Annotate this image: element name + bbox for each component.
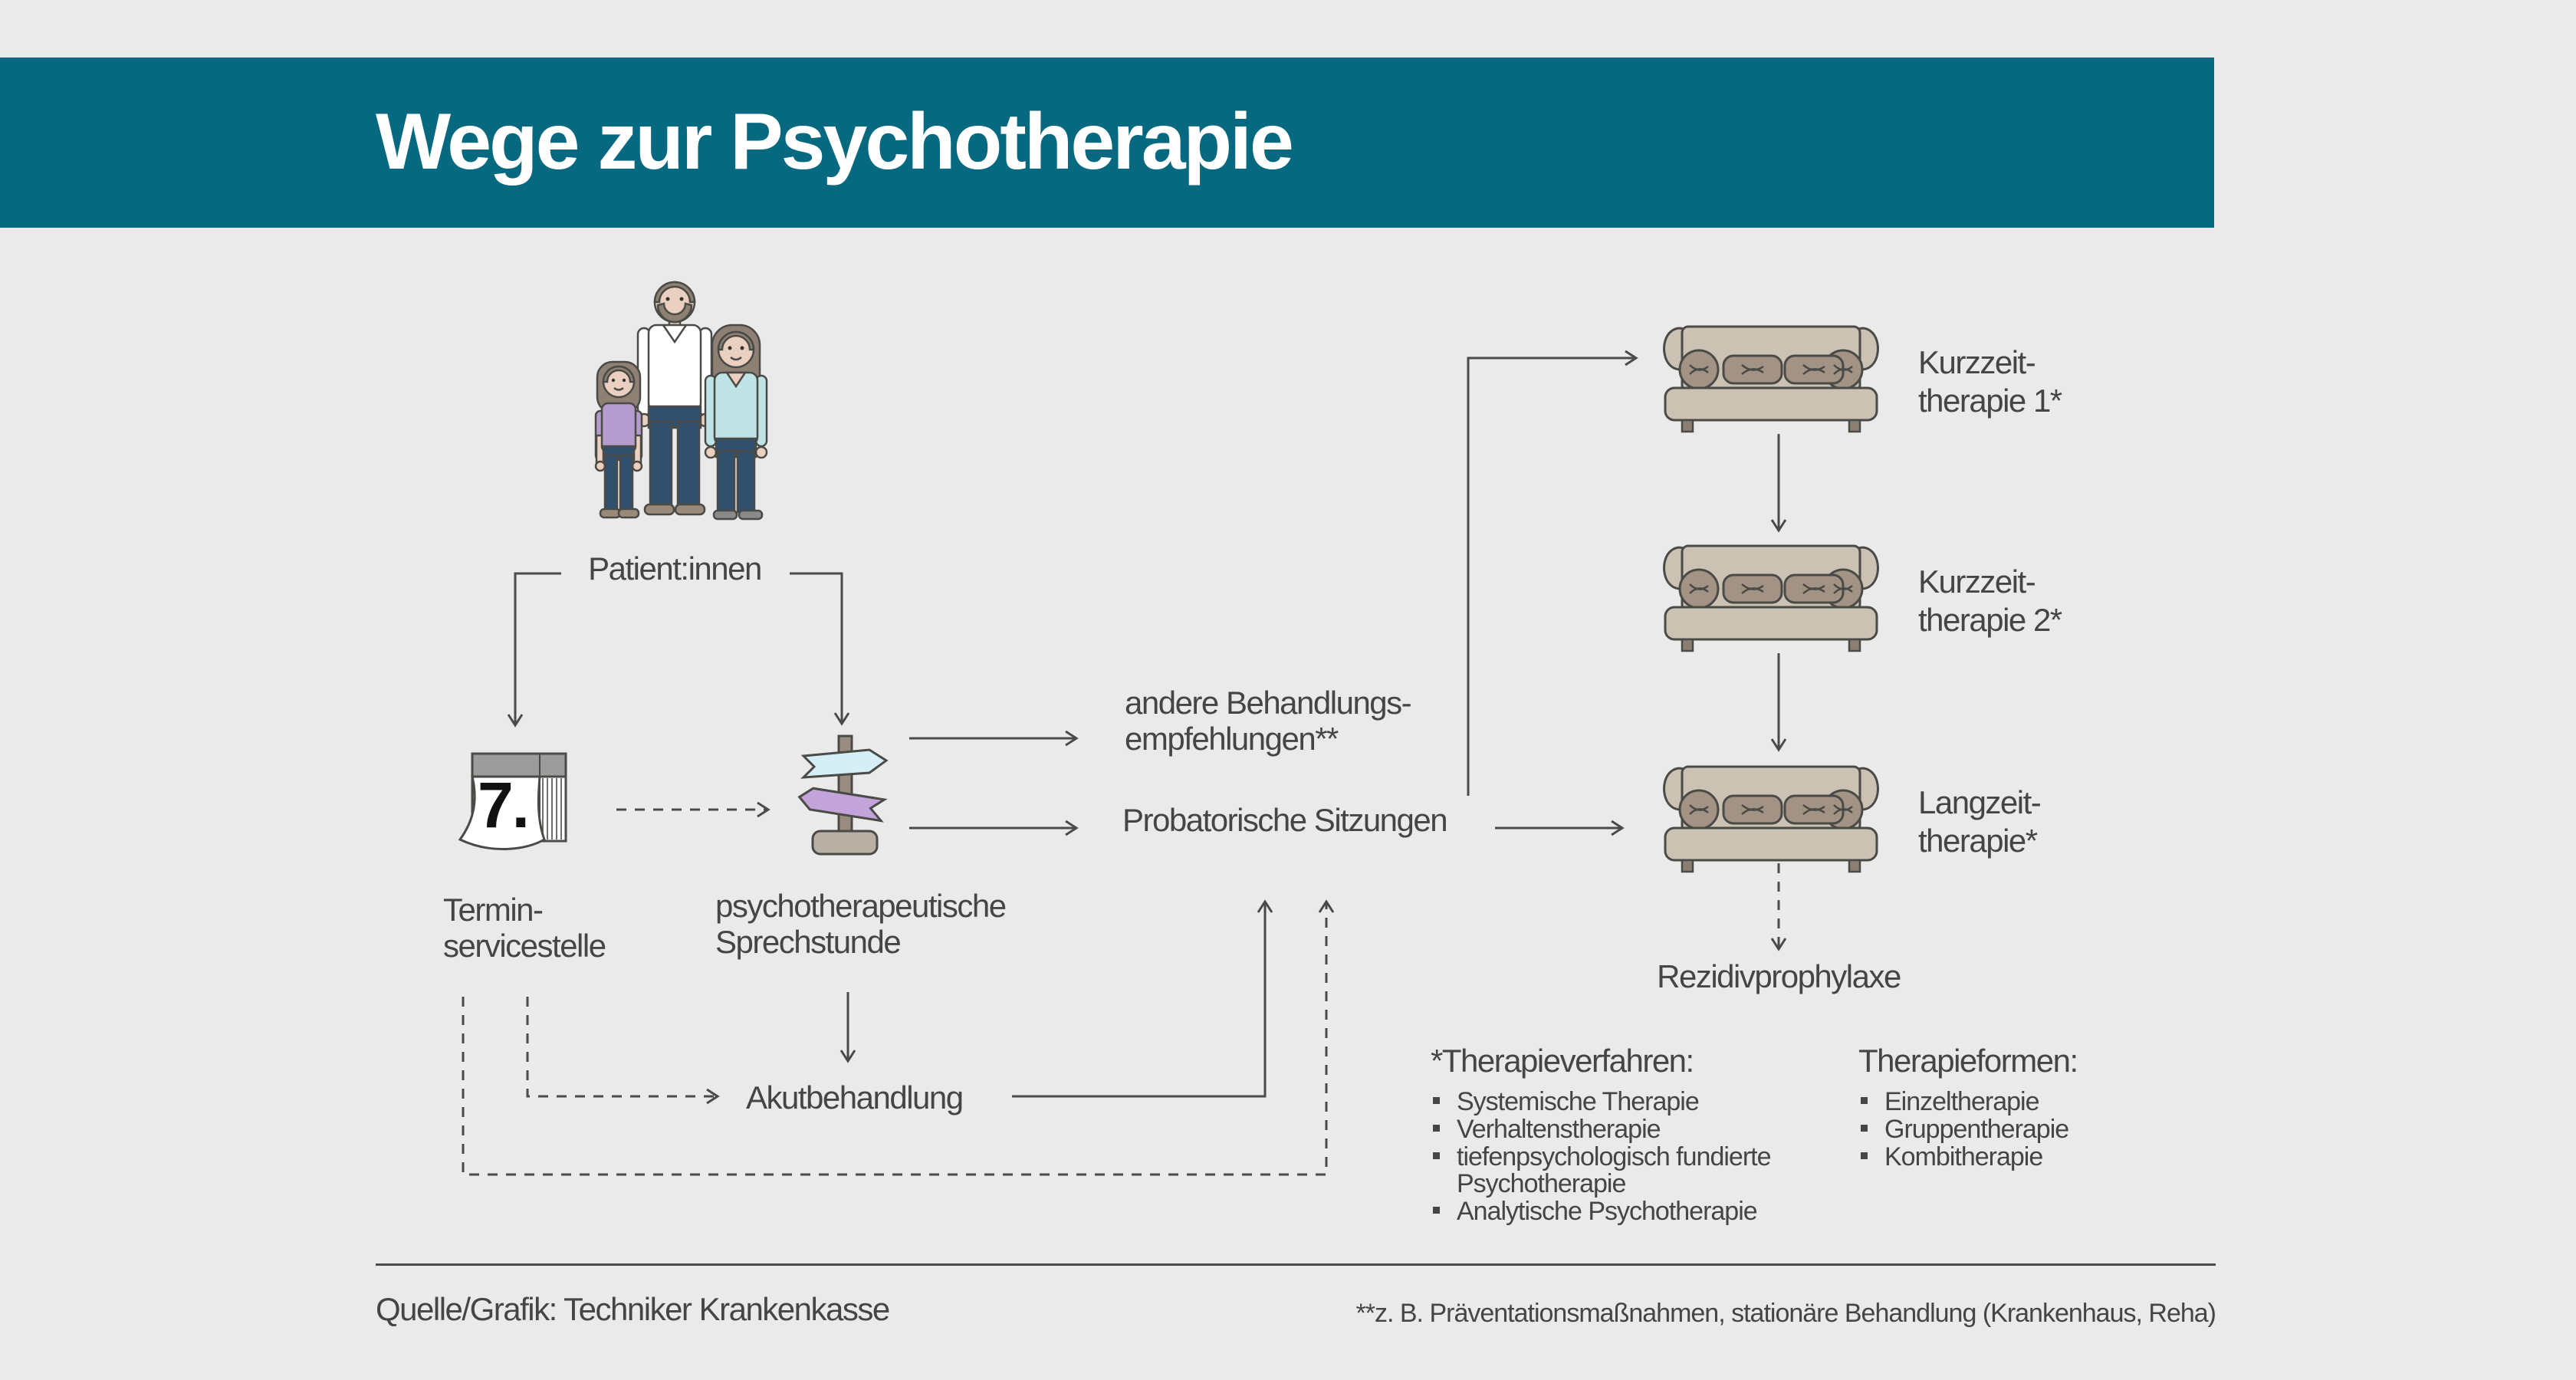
woman-figure — [704, 324, 768, 521]
family-illustration — [594, 281, 768, 521]
bullet-square-icon — [1861, 1097, 1868, 1104]
couch-kurzzeittherapie1-icon — [1663, 325, 1879, 433]
calendar-icon — [458, 752, 567, 851]
therapieformen-list: Therapieformen: Einzeltherapie Gruppenth… — [1858, 1043, 2078, 1171]
connector-patients-to-sprechstunde — [790, 572, 850, 726]
list-item: Systemische Therapie — [1431, 1089, 1825, 1116]
bullet-square-icon — [1861, 1125, 1868, 1132]
sprechstunde-label: psychotherapeutische Sprechstunde — [715, 888, 1007, 960]
calendar-day-label: 7. — [477, 769, 530, 841]
akutbehandlung-label: Akutbehandlung — [746, 1079, 964, 1116]
signpost-icon — [797, 734, 889, 856]
footer-divider — [376, 1263, 2216, 1266]
man-figure — [636, 281, 713, 516]
list-item: Einzeltherapie — [1858, 1089, 2078, 1116]
list-item: Gruppentherapie — [1858, 1116, 2078, 1143]
bullet-square-icon — [1433, 1097, 1440, 1104]
bullet-square-icon — [1433, 1152, 1440, 1159]
footer-source: Quelle/Grafik: Techniker Krankenkasse — [376, 1291, 890, 1327]
probatorische-sitzungen-label: Probatorische Sitzungen — [1122, 802, 1448, 838]
kurzzeittherapie2-label: Kurzzeit- therapie 2* — [1918, 564, 2062, 638]
connector-termin-to-probatorische-dashed — [462, 899, 1335, 1176]
connector-akut-to-probatorische — [1012, 899, 1273, 1098]
header-bar — [0, 58, 2214, 228]
connector-patients-to-termin — [507, 572, 561, 728]
page-title: Wege zur Psychotherapie — [376, 97, 1294, 186]
therapieformen-title: Therapieformen: — [1858, 1043, 2078, 1079]
bullet-square-icon — [1861, 1152, 1868, 1159]
bullet-square-icon — [1433, 1125, 1440, 1132]
therapieverfahren-title: *Therapieverfahren: — [1431, 1043, 1694, 1079]
list-item: Analytische Psychotherapie — [1431, 1198, 1825, 1225]
bullet-square-icon — [1433, 1207, 1440, 1214]
couch-langzeittherapie-icon — [1663, 765, 1879, 873]
kurzzeittherapie1-label: Kurzzeit- therapie 1* — [1918, 344, 2062, 419]
andere-behandlungsempfehlungen-label: andere Behandlungs- empfehlungen** — [1125, 685, 1412, 757]
rezidivprophylaxe-label: Rezidivprophylaxe — [1657, 958, 1901, 994]
couch-kurzzeittherapie2-icon — [1663, 544, 1879, 652]
langzeittherapie-label: Langzeit- therapie* — [1918, 784, 2042, 859]
terminservicestelle-label: Termin- servicestelle — [443, 892, 606, 964]
footer-footnote: **z. B. Präventationsmaßnahmen, stationä… — [1355, 1299, 2216, 1328]
list-item: tiefenpsychologisch fundierte Psychother… — [1431, 1144, 1825, 1198]
therapieverfahren-list: *Therapieverfahren: Systemische Therapie… — [1431, 1043, 1825, 1226]
list-item: Verhaltenstherapie — [1431, 1116, 1825, 1143]
patients-label: Patient:innen — [588, 550, 762, 586]
girl-figure — [594, 360, 643, 519]
connector-termin-to-akut-dashed — [526, 997, 720, 1105]
connector-probatorische-to-kurzzeit1 — [1467, 350, 1638, 796]
list-item: Kombitherapie — [1858, 1144, 2078, 1171]
